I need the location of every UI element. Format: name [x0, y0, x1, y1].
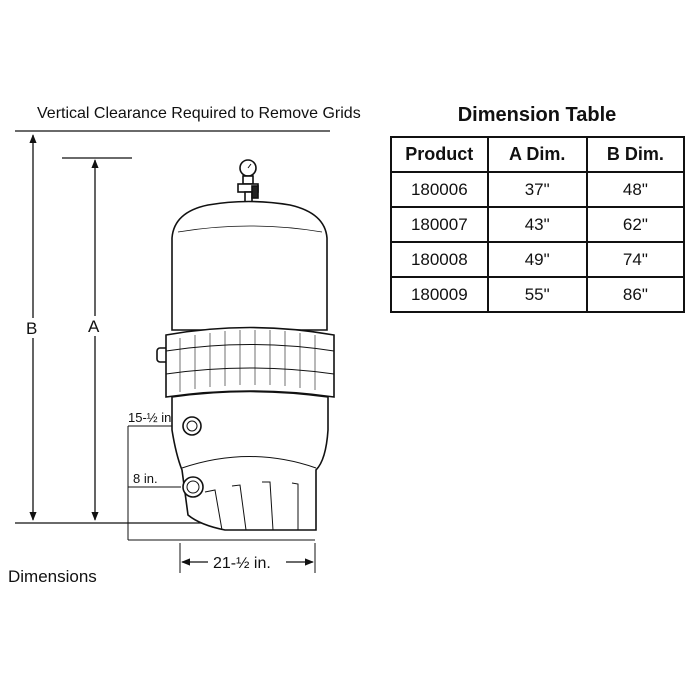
clearance-label: Vertical Clearance Required to Remove Gr…: [37, 105, 361, 122]
upper-port-height-label: 15-½ in.: [128, 410, 175, 425]
b-dim-cell: 48": [585, 171, 686, 208]
b-dim-cell: 74": [585, 241, 686, 278]
header-b-dim: B Dim.: [585, 136, 686, 173]
b-dim-cell: 62": [585, 206, 686, 243]
lower-port-height-label: 8 in.: [133, 471, 158, 486]
a-dim-cell: 49": [486, 241, 588, 278]
header-product: Product: [390, 136, 489, 173]
a-dim-cell: 43": [486, 206, 588, 243]
b-dim-cell: 86": [585, 276, 686, 313]
table-row: 180007 43" 62": [390, 206, 686, 243]
product-cell: 180009: [390, 276, 489, 313]
table-row: 180009 55" 86": [390, 276, 686, 313]
table-title: Dimension Table: [457, 104, 617, 126]
product-cell: 180008: [390, 241, 489, 278]
product-cell: 180006: [390, 171, 489, 208]
width-label: 21-½ in.: [213, 555, 271, 572]
a-dim-cell: 55": [486, 276, 588, 313]
header-a-dim: A Dim.: [486, 136, 588, 173]
dimension-table: Product A Dim. B Dim. 180006 37" 48" 180…: [390, 136, 686, 313]
filter-tank-bottom: [171, 390, 329, 531]
a-dim-cell: 37": [486, 171, 588, 208]
table-row: 180006 37" 48": [390, 171, 686, 208]
dimensions-caption: Dimensions: [8, 567, 97, 586]
clamp-band: [165, 326, 335, 398]
dimension-a-label: A: [88, 317, 100, 336]
table-header-row: Product A Dim. B Dim.: [390, 136, 686, 173]
filter-illustration: [156, 159, 335, 531]
table-row: 180008 49" 74": [390, 241, 686, 278]
filter-tank-top: [171, 200, 328, 331]
dimension-b-label: B: [26, 319, 37, 338]
product-cell: 180007: [390, 206, 489, 243]
